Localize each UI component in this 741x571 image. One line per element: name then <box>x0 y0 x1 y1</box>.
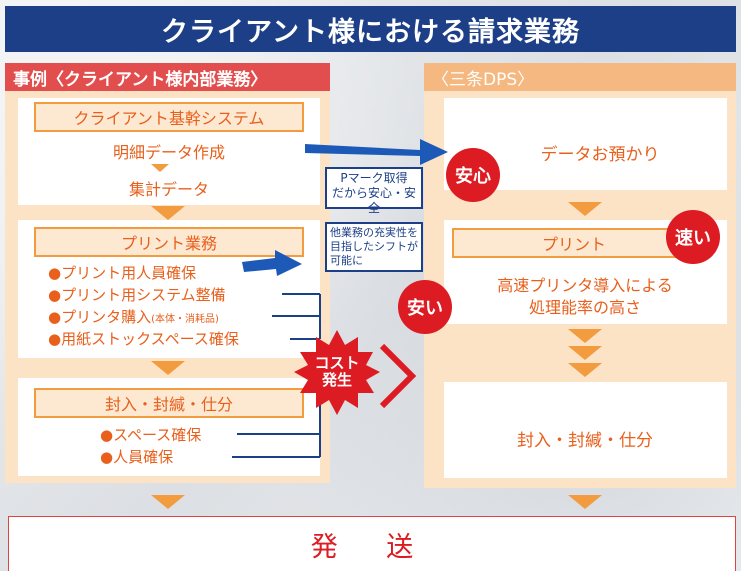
cost-line1: コスト <box>314 354 360 372</box>
down-arrow-icon <box>568 346 602 360</box>
down-arrow-icon <box>568 363 602 377</box>
down-arrow-icon <box>151 206 185 220</box>
right-step3-panel <box>444 382 727 478</box>
shift-line1: 他業務の充実性を <box>330 226 418 239</box>
cost-burst-icon <box>294 330 380 415</box>
pmark-callout: Pマーク取得 だから安心・安全 <box>325 167 423 215</box>
pmark-line2: だから安心・安全 <box>331 186 416 215</box>
shipping-label: 発 送 <box>310 531 434 563</box>
page-title: クライアント様における請求業務 <box>5 6 736 52</box>
summary-data-text: 集計データ <box>128 180 209 199</box>
shift-line3: 可能に <box>330 253 363 267</box>
client-system-box: クライアント基幹システム <box>34 102 304 132</box>
right-arrow-icon <box>305 139 448 165</box>
pmark-line1: Pマーク取得 <box>340 171 408 185</box>
bullet-paper-space: ●用紙ストックスペース確保 <box>48 330 239 348</box>
bullet-staff: ●人員確保 <box>100 448 174 466</box>
shift-line2: 目指したシフトが <box>330 239 418 253</box>
cost-line2: 発生 <box>321 371 352 390</box>
high-speed-printer-text: 高速プリンタ導入による <box>497 276 673 295</box>
small-down-arrow-icon <box>151 164 169 172</box>
yasui-badge: 安い <box>398 280 452 334</box>
down-arrow-icon <box>151 495 185 509</box>
down-arrow-icon <box>568 329 602 343</box>
shipping-box: 発 送 <box>8 516 736 571</box>
bullet-space: ●スペース確保 <box>100 426 202 444</box>
bullet-printer-purchase: ●プリンタ購入(本体・消耗品) <box>48 308 219 326</box>
enclose-seal-sort-text-right: 封入・封緘・仕分 <box>517 431 653 451</box>
detail-data-text: 明細データ作成 <box>112 143 225 162</box>
down-arrow-icon <box>568 495 602 509</box>
hayai-badge: 速い <box>666 210 720 264</box>
chevron-right-icon <box>379 343 417 409</box>
left-column-header: 事例〈クライアント様内部業務〉 <box>5 63 330 91</box>
bullet-print-staff: ●プリント用人員確保 <box>48 264 197 282</box>
enclose-seal-sort-box-left: 封入・封緘・仕分 <box>34 388 304 418</box>
right-arrow-icon <box>242 250 302 276</box>
cost-burst-label: コスト 発生 <box>312 354 362 390</box>
print-box-right: プリント <box>452 228 696 258</box>
efficiency-text: 処理能率の高さ <box>528 298 641 317</box>
anshin-badge: 安心 <box>446 148 500 202</box>
data-custody-text: データお預かり <box>540 145 660 165</box>
shift-callout: 他業務の充実性を 目指したシフトが 可能に <box>325 222 423 272</box>
right-column-header: 〈三条DPS〉 <box>424 63 736 91</box>
down-arrow-icon <box>568 202 602 216</box>
bullet-print-system: ●プリント用システム整備 <box>48 286 226 304</box>
print-work-box: プリント業務 <box>34 227 304 257</box>
down-arrow-icon <box>151 361 185 375</box>
